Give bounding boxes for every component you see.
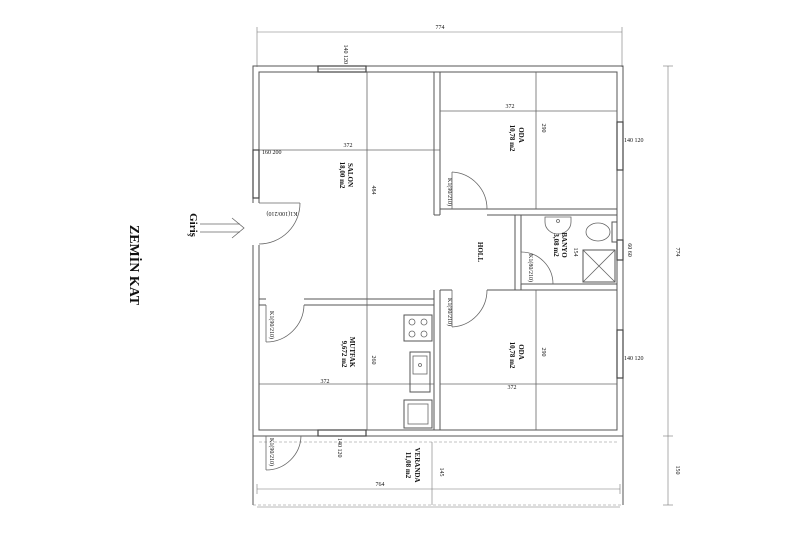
- svg-text:VERANDA: VERANDA: [413, 448, 421, 483]
- toilet-icon: [585, 221, 618, 243]
- svg-text:140 120: 140 120: [336, 438, 342, 458]
- svg-text:9,672 m2: 9,672 m2: [340, 341, 348, 368]
- room-mutfak: MUTFAK 9,672 m2 372 260: [321, 337, 377, 385]
- room-banyo: BANYO 3,08 m2 154: [552, 232, 578, 258]
- door-oda-bottom: K1(90/210): [446, 289, 488, 328]
- window-top: 140 120: [317, 45, 367, 73]
- svg-text:ODA: ODA: [517, 127, 525, 143]
- svg-text:160 200: 160 200: [262, 150, 282, 156]
- svg-text:290: 290: [540, 348, 546, 357]
- svg-text:290: 290: [540, 124, 546, 133]
- washbasin-icon: [544, 216, 572, 235]
- window-bottom: 140 120: [317, 429, 367, 458]
- svg-text:SALON: SALON: [346, 163, 354, 187]
- svg-text:HOLL: HOLL: [476, 242, 484, 263]
- window-salon-left: 160 200: [252, 149, 282, 199]
- svg-text:11,08 m2: 11,08 m2: [404, 452, 412, 479]
- dimension-top: 774: [256, 25, 623, 67]
- svg-text:140 120: 140 120: [624, 138, 644, 144]
- svg-text:K1(90/210): K1(90/210): [446, 298, 453, 326]
- sink-icon: [409, 351, 431, 393]
- svg-text:ODA: ODA: [517, 344, 525, 360]
- svg-text:10,78 m2: 10,78 m2: [508, 342, 516, 369]
- svg-text:145: 145: [438, 468, 444, 477]
- svg-text:484: 484: [370, 186, 376, 195]
- svg-text:372: 372: [508, 385, 517, 391]
- svg-text:372: 372: [344, 143, 353, 149]
- room-oda-top: ODA 10,78 m2 372 290: [506, 104, 547, 152]
- door-oda-top: K1(90/210): [446, 171, 488, 210]
- wall-hatches: [259, 72, 617, 430]
- shower-icon: [582, 249, 616, 283]
- svg-text:60 60: 60 60: [626, 243, 632, 257]
- dimension-bottom: 764: [256, 482, 621, 508]
- door-mutfak: K1(90/210): [265, 304, 305, 343]
- stove-icon: [403, 314, 433, 342]
- svg-text:140 120: 140 120: [624, 356, 644, 362]
- dimension-right: 774 150: [663, 65, 680, 506]
- svg-text:764: 764: [376, 482, 385, 488]
- entrance-arrow-icon: [200, 217, 245, 239]
- svg-text:K1(90/210): K1(90/210): [446, 178, 453, 206]
- window-oda-top: 140 120: [616, 121, 644, 171]
- svg-text:BANYO: BANYO: [560, 232, 568, 258]
- room-holl: HOLL: [476, 242, 484, 263]
- svg-text:K1(90/210): K1(90/210): [268, 438, 275, 466]
- svg-text:18,00 m2: 18,00 m2: [338, 162, 346, 189]
- svg-text:372: 372: [506, 104, 515, 110]
- floor-title: ZEMİN KAT: [126, 225, 143, 306]
- window-banyo: 60 60: [616, 239, 632, 261]
- entrance-label: Giriş: [187, 213, 199, 238]
- svg-text:10,78 m2: 10,78 m2: [508, 125, 516, 152]
- room-oda-bottom: ODA 10,78 m2 372 290: [508, 342, 547, 391]
- svg-text:K1(90/210): K1(90/210): [268, 311, 275, 339]
- door-banyo: K1(80/210): [520, 251, 554, 285]
- svg-text:3,08 m2: 3,08 m2: [552, 233, 560, 257]
- window-oda-bottom: 140 120: [616, 329, 644, 379]
- svg-text:260: 260: [370, 356, 376, 365]
- svg-text:140 120: 140 120: [342, 45, 348, 65]
- svg-text:K1(80/210): K1(80/210): [527, 254, 534, 282]
- interior-walls: [252, 72, 624, 506]
- svg-text:MUTFAK: MUTFAK: [348, 337, 356, 368]
- door-veranda: K1(90/210): [265, 435, 302, 471]
- svg-text:774: 774: [674, 248, 680, 257]
- fridge-icon: [403, 399, 433, 429]
- svg-text:372: 372: [321, 379, 330, 385]
- svg-text:774: 774: [436, 25, 445, 31]
- svg-text:154: 154: [572, 248, 578, 257]
- svg-text:K1(100/210): K1(100/210): [267, 210, 298, 217]
- svg-text:150: 150: [674, 466, 680, 475]
- door-entry: K1(100/210): [252, 202, 301, 245]
- room-salon: SALON 18,00 m2 372 484: [338, 143, 376, 195]
- room-veranda: VERANDA 11,08 m2 145: [404, 442, 444, 505]
